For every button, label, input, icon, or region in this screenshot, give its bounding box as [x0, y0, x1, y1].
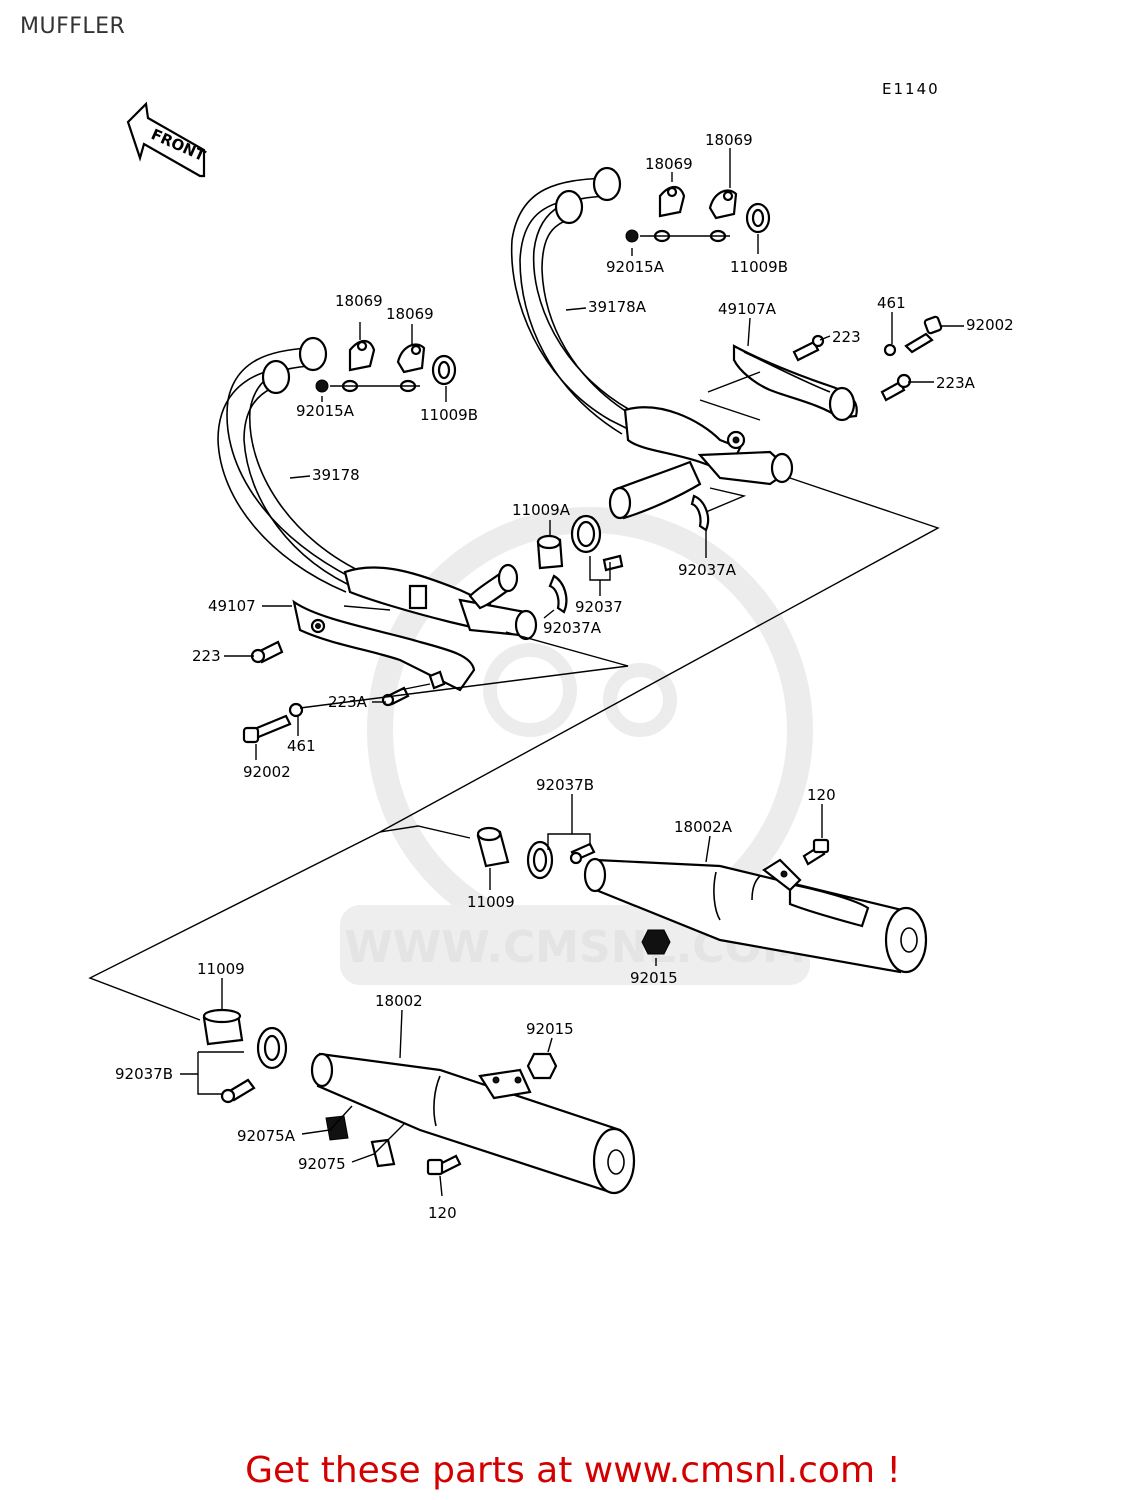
- callout-label: 18069: [386, 305, 434, 323]
- clamp-parts-left: [242, 339, 624, 744]
- clamp-parts-lower: [202, 1008, 288, 1104]
- front-arrow-icon: FRONT: [126, 101, 209, 178]
- callout-label: 18069: [705, 131, 753, 149]
- callout-label: 461: [877, 294, 906, 312]
- callout-label: 49107A: [718, 300, 777, 318]
- callout-label: 92002: [966, 316, 1014, 334]
- callout-label: 39178: [312, 466, 360, 484]
- callout-label: 11009: [197, 960, 245, 978]
- header-pipe-left: [217, 336, 538, 641]
- callout-label: 92037A: [543, 619, 602, 637]
- assembly-lines: [88, 148, 964, 1197]
- callout-label: 11009B: [420, 406, 478, 424]
- callout-label: 18069: [645, 155, 693, 173]
- callout-label: 223A: [936, 374, 976, 392]
- header-pipe-right: [510, 166, 794, 520]
- callout-label: 11009: [467, 893, 515, 911]
- muffler-right: [583, 838, 928, 974]
- clamp-parts-middle: [476, 826, 596, 880]
- callout-label: 461: [287, 737, 316, 755]
- diagram-code: E1140: [882, 80, 940, 98]
- callout-label: 39178A: [588, 298, 647, 316]
- callout-label: 92037A: [678, 561, 737, 579]
- callout-label: 92037: [575, 598, 623, 616]
- callout-label: 92002: [243, 763, 291, 781]
- promo-link[interactable]: Get these parts at www.cmsnl.com !: [245, 1450, 901, 1491]
- heat-shield-left: [292, 599, 476, 692]
- callout-label: 92015A: [296, 402, 355, 420]
- callout-label: 18002A: [674, 818, 733, 836]
- callout-label: 92037B: [115, 1065, 173, 1083]
- callout-label: 92037B: [536, 776, 594, 794]
- callout-label: 223A: [328, 693, 368, 711]
- heat-shield-right: [732, 344, 858, 422]
- callout-labels: 18069 18069 92015A 11009B 39178A 49107A …: [115, 131, 1014, 1222]
- callout-label: 223: [832, 328, 861, 346]
- callout-label: 120: [428, 1204, 457, 1222]
- callout-label: 49107: [208, 597, 256, 615]
- callout-label: 92015A: [606, 258, 665, 276]
- callout-label: 92075A: [237, 1127, 296, 1145]
- callout-label: 18002: [375, 992, 423, 1010]
- callout-label: 11009A: [512, 501, 571, 519]
- callout-label: 223: [192, 647, 221, 665]
- callout-label: 18069: [335, 292, 383, 310]
- callout-label: 92015: [526, 1020, 574, 1038]
- callout-label: 92015: [630, 969, 678, 987]
- callout-label: 92075: [298, 1155, 346, 1173]
- callout-label: 120: [807, 786, 836, 804]
- page-title: MUFFLER: [20, 14, 126, 39]
- callout-label: 11009B: [730, 258, 788, 276]
- muffler-left: [310, 1052, 636, 1195]
